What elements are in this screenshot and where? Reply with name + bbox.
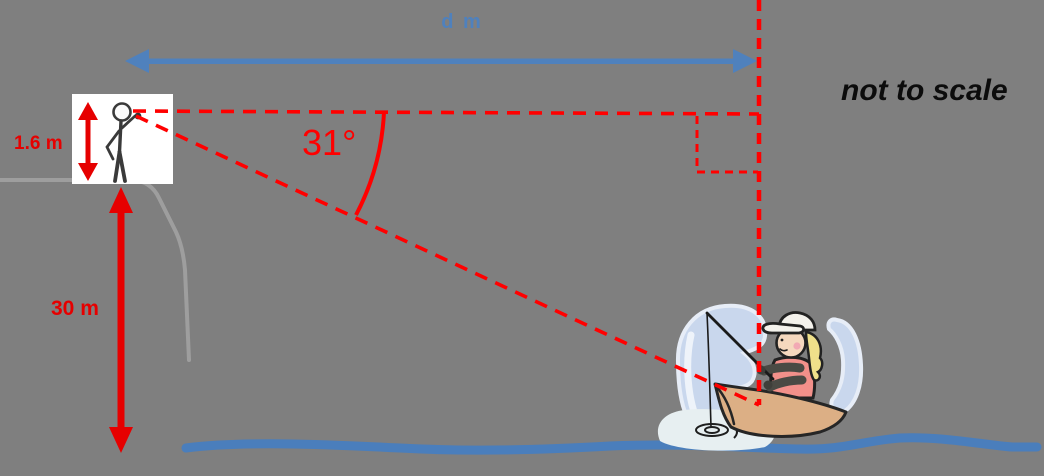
girl-eye xyxy=(780,338,784,342)
girl-cheek xyxy=(793,342,801,350)
person-height-arrow xyxy=(78,102,98,181)
distance-arrow xyxy=(125,49,757,73)
splash-right xyxy=(826,317,864,415)
person-height-label: 1.6 m xyxy=(14,133,63,154)
boat-bow-interior xyxy=(714,384,736,426)
construction-lines xyxy=(132,0,762,407)
fishing-line xyxy=(706,312,712,428)
cliff-height-arrow xyxy=(109,187,133,453)
distance-label: d m xyxy=(441,11,483,33)
observer-figure xyxy=(72,94,173,184)
angle-arc xyxy=(354,111,386,216)
water-ripples xyxy=(695,423,738,439)
girl-cap-brim xyxy=(761,321,806,335)
sight-line-horizontal xyxy=(132,109,760,116)
boat-hull xyxy=(713,382,848,438)
angle-label: 31° xyxy=(302,122,357,163)
not-to-scale-note: not to scale xyxy=(841,74,1008,107)
cliff-edge xyxy=(0,178,191,362)
cliff-height-label: 30 m xyxy=(51,297,99,320)
sight-line-diagonal xyxy=(135,114,760,407)
girl-smile xyxy=(779,348,788,352)
girl-hair xyxy=(804,330,824,382)
water-line xyxy=(181,433,1042,455)
fishing-boat-scene xyxy=(657,303,864,451)
right-angle-marker xyxy=(695,116,758,174)
